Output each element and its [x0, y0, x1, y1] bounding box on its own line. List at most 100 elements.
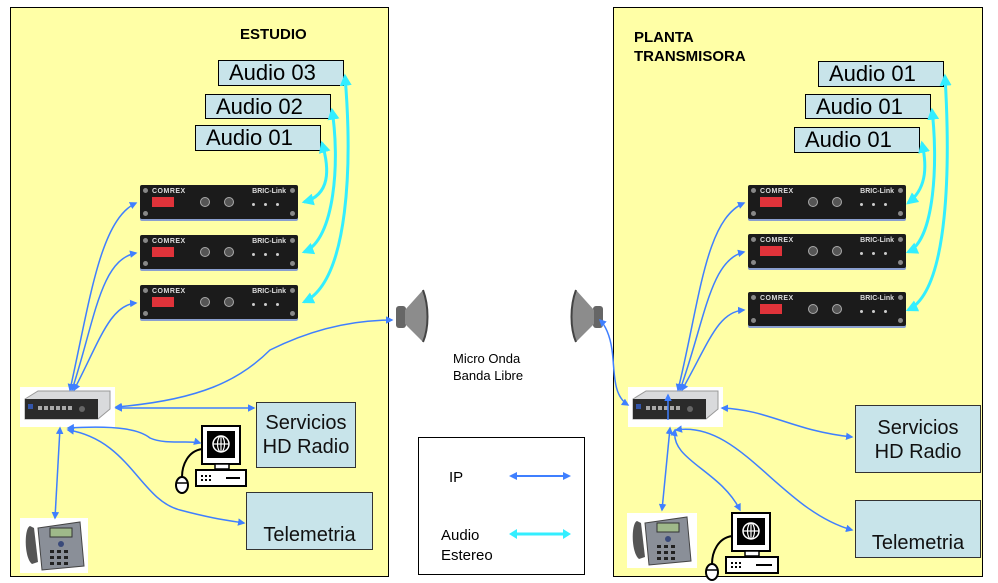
ip-phone	[20, 518, 88, 573]
led-icon	[264, 253, 267, 256]
screw-icon	[290, 288, 295, 293]
network-switch	[20, 387, 115, 427]
screw-icon	[751, 188, 756, 193]
codec-brand: COMREX	[760, 188, 794, 195]
telemetry-box: Telemetria	[246, 492, 373, 550]
led-icon	[860, 203, 863, 206]
planta-title-line2: TRANSMISORA	[634, 48, 746, 65]
audio-input-box: Audio 01	[195, 125, 321, 151]
screw-icon	[143, 288, 148, 293]
codec-device: COMREX BRIC-Link	[140, 185, 298, 219]
screw-icon	[290, 188, 295, 193]
codec-model: BRIC-Link	[860, 188, 894, 195]
screw-icon	[898, 211, 903, 216]
codec-brand: COMREX	[760, 295, 794, 302]
switch-icon	[24, 390, 111, 420]
screw-icon	[143, 188, 148, 193]
audio-output-box: Audio 01	[805, 94, 931, 119]
legend-audio-label: Audio Estereo	[441, 526, 493, 566]
audio-output-box: Audio 01	[818, 61, 944, 87]
led-icon	[872, 203, 875, 206]
telemetry-label: Telemetria	[871, 532, 965, 554]
audio-jack-icon	[832, 246, 842, 256]
hd-radio-services-box: Servicios HD Radio	[256, 402, 356, 468]
screw-icon	[143, 311, 148, 316]
audio-jack-icon	[832, 304, 842, 314]
audio-jack-icon	[200, 197, 210, 207]
network-switch	[628, 387, 723, 427]
legend: IP Audio Estereo	[418, 437, 585, 575]
screw-icon	[898, 260, 903, 265]
screw-icon	[898, 295, 903, 300]
computer-icon	[705, 512, 779, 581]
screw-icon	[898, 318, 903, 323]
ip-phone	[627, 513, 697, 568]
services-line2: HD Radio	[262, 436, 350, 458]
microwave-dish-left-icon	[396, 289, 429, 343]
screw-icon	[290, 261, 295, 266]
estudio-title: ESTUDIO	[240, 26, 307, 43]
audio-jack-icon	[200, 297, 210, 307]
screw-icon	[751, 260, 756, 265]
led-icon	[860, 310, 863, 313]
audio-output-box: Audio 01	[794, 127, 920, 153]
codec-device: COMREX BRIC-Link	[748, 292, 906, 326]
led-icon	[860, 252, 863, 255]
link-label-line2: Banda Libre	[453, 368, 524, 383]
codec-device: COMREX BRIC-Link	[140, 285, 298, 319]
legend-audio-line1: Audio	[441, 527, 480, 544]
codec-device: COMREX BRIC-Link	[140, 235, 298, 269]
screw-icon	[143, 238, 148, 243]
led-icon	[872, 252, 875, 255]
screw-icon	[898, 237, 903, 242]
display-indicator	[760, 197, 782, 207]
screw-icon	[751, 295, 756, 300]
screw-icon	[143, 261, 148, 266]
display-indicator	[152, 247, 174, 257]
codec-brand: COMREX	[152, 238, 186, 245]
display-indicator	[760, 246, 782, 256]
audio-input-box: Audio 02	[205, 94, 331, 119]
microwave-dish-right-icon	[570, 289, 603, 343]
codec-device: COMREX BRIC-Link	[748, 185, 906, 219]
codec-model: BRIC-Link	[252, 238, 286, 245]
audio-jack-icon	[832, 197, 842, 207]
phone-icon	[632, 516, 692, 566]
services-line2: HD Radio	[874, 441, 962, 463]
codec-brand: COMREX	[152, 188, 186, 195]
telemetry-box: Telemetria	[855, 500, 981, 558]
codec-model: BRIC-Link	[252, 188, 286, 195]
screw-icon	[751, 318, 756, 323]
led-icon	[252, 253, 255, 256]
services-line1: Servicios	[877, 417, 959, 439]
audio-jack-icon	[224, 247, 234, 257]
audio-jack-icon	[200, 247, 210, 257]
codec-brand: COMREX	[152, 288, 186, 295]
codec-model: BRIC-Link	[252, 288, 286, 295]
screw-icon	[751, 237, 756, 242]
audio-input-box: Audio 03	[218, 60, 344, 86]
legend-audio-line2: Estereo	[441, 547, 493, 564]
computer-icon	[175, 425, 247, 494]
audio-jack-icon	[808, 304, 818, 314]
screw-icon	[290, 238, 295, 243]
phone-icon	[25, 521, 85, 571]
screw-icon	[898, 188, 903, 193]
audio-jack-icon	[808, 246, 818, 256]
telemetry-label: Telemetria	[263, 524, 356, 546]
led-icon	[276, 203, 279, 206]
link-label-line1: Micro Onda	[453, 351, 521, 366]
audio-jack-icon	[224, 297, 234, 307]
services-line1: Servicios	[265, 412, 347, 434]
planta-title-line1: PLANTA	[634, 29, 694, 46]
audio-jack-icon	[224, 197, 234, 207]
led-icon	[276, 253, 279, 256]
codec-model: BRIC-Link	[860, 237, 894, 244]
legend-ip-label: IP	[449, 469, 464, 486]
screw-icon	[751, 211, 756, 216]
led-icon	[884, 203, 887, 206]
codec-device: COMREX BRIC-Link	[748, 234, 906, 268]
display-indicator	[152, 297, 174, 307]
led-icon	[884, 310, 887, 313]
codec-model: BRIC-Link	[860, 295, 894, 302]
